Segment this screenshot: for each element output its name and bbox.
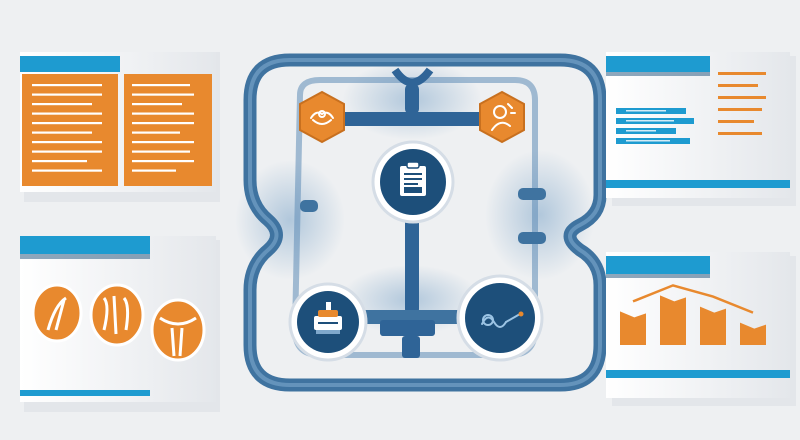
table-row-gap [626, 110, 666, 112]
document-text-line [132, 160, 194, 163]
table-panel [606, 52, 796, 206]
document-text-line [132, 141, 194, 144]
table-orange-rows [718, 72, 766, 135]
panel-footer-bar [20, 390, 150, 396]
table-orange-row [718, 132, 762, 135]
chart-bar [620, 311, 646, 345]
table-orange-row [718, 72, 766, 75]
panel-footer-bar [606, 370, 790, 378]
machine-device-icon [314, 302, 342, 334]
document-text-line [32, 141, 102, 144]
document-page-right [124, 74, 212, 186]
bottom-junction-stem [402, 336, 420, 358]
table-cyan-rows [616, 108, 694, 144]
document-text-lines-right [132, 84, 194, 172]
person-idea-icon [491, 103, 516, 131]
bottom-junction-block [380, 320, 435, 336]
panel-footer-bar [606, 180, 790, 188]
table-row-gap [626, 130, 656, 132]
document-text-line [132, 150, 190, 153]
hex-node-left[interactable] [299, 90, 345, 144]
top-pipe-stem [405, 84, 419, 114]
panel-header-tab [606, 56, 710, 72]
document-text-line [132, 103, 182, 106]
table-row-gap [626, 140, 670, 142]
handshake-icon [310, 110, 334, 125]
right-pipe-joint [518, 232, 546, 244]
document-text-line [32, 131, 92, 134]
panel-header-shadow [20, 254, 150, 259]
oval-thumbnail-2 [89, 283, 145, 347]
panel-header-tab [606, 256, 710, 274]
chart-bar [740, 322, 766, 345]
table-orange-row [718, 120, 754, 123]
table-orange-row [718, 84, 758, 87]
document-text-line [32, 122, 102, 125]
table-row-gap [626, 120, 674, 122]
document-text-line [132, 84, 190, 87]
circle-node-bottom-left[interactable] [288, 282, 368, 362]
top-connector-bar [330, 112, 500, 126]
circle-node-top[interactable] [371, 140, 455, 224]
document-text-line [32, 150, 102, 153]
panel-header-tab [20, 56, 120, 72]
trend-line [632, 284, 754, 314]
clipboard-document-icon [400, 161, 426, 196]
signal-wave-icon [481, 311, 524, 328]
document-text-line [32, 160, 87, 163]
document-text-line [132, 122, 194, 125]
document-text-line [132, 93, 194, 96]
top-pipe-bend [391, 67, 434, 87]
document-page-left [22, 74, 118, 186]
document-text-line [132, 131, 180, 134]
document-text-line [32, 103, 92, 106]
document-text-line [32, 112, 102, 115]
panel-header-shadow [606, 72, 710, 76]
vertical-connector [405, 200, 419, 315]
mist-blob [485, 150, 595, 280]
outer-frame-highlight [248, 58, 602, 387]
panel-header-tab [20, 236, 150, 254]
document-panel [20, 52, 220, 202]
oval-thumbnail-3 [150, 298, 206, 362]
left-pipe-joint [300, 200, 318, 212]
bar-chart-panel [606, 252, 796, 406]
document-text-line [32, 84, 102, 87]
oval-thumbnail-1 [31, 283, 83, 343]
document-text-lines-left [32, 84, 102, 172]
panel-header-shadow [606, 274, 710, 278]
table-orange-row [718, 108, 762, 111]
hex-node-right[interactable] [479, 90, 525, 144]
table-orange-row [718, 96, 766, 99]
right-pipe-joint [518, 188, 546, 200]
circle-node-bottom-right[interactable] [456, 274, 544, 362]
document-text-line [132, 169, 176, 172]
document-text-line [32, 169, 102, 172]
chart-bars [620, 295, 766, 345]
chart-bar [700, 306, 726, 345]
chart-bar [660, 295, 686, 345]
document-text-line [32, 93, 102, 96]
media-panel [20, 236, 220, 412]
panel-body [606, 52, 790, 198]
document-text-line [132, 112, 194, 115]
